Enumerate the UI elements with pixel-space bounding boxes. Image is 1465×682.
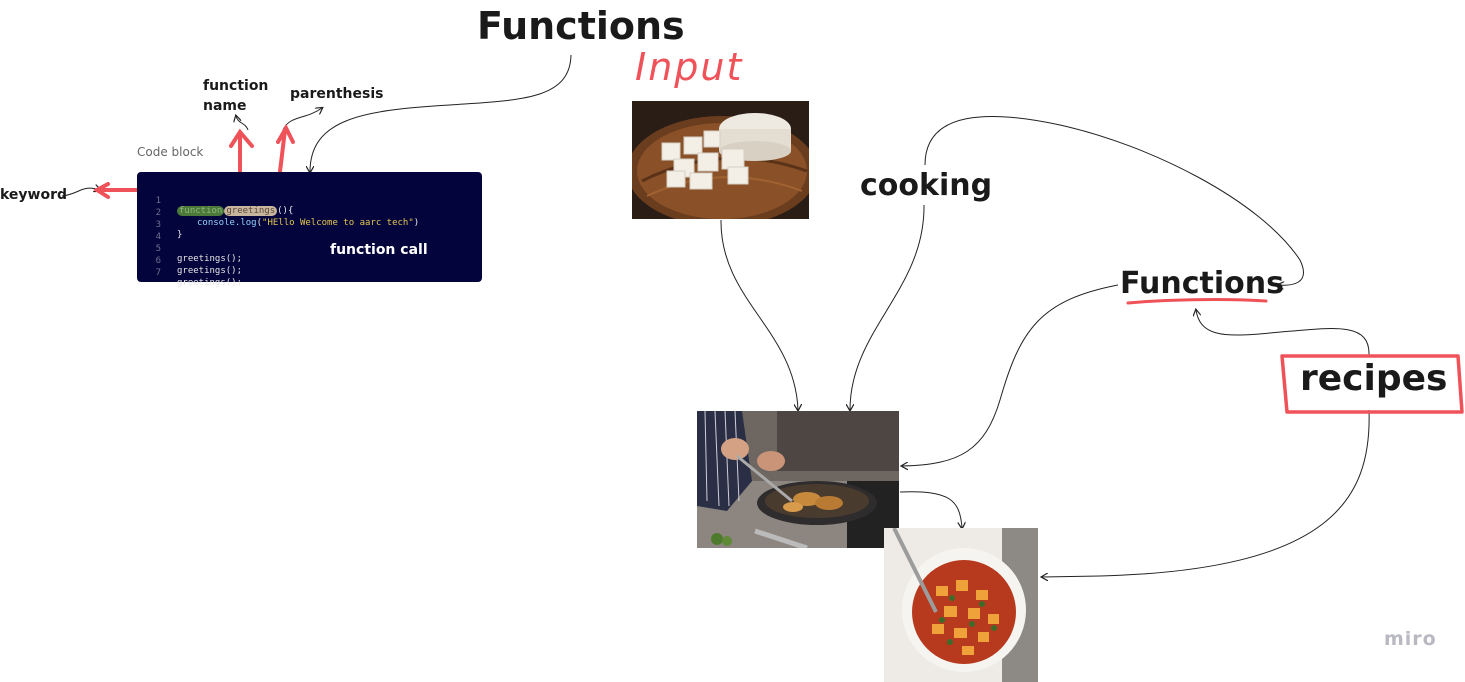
cooking-to-output-arrow bbox=[899, 491, 962, 528]
code-text: greetings(); bbox=[177, 278, 243, 288]
code-line: 2 console.log("HEllo Welcome to aarc tec… bbox=[137, 198, 420, 228]
line-number: 7 bbox=[155, 268, 161, 278]
line-number: 3 bbox=[155, 220, 161, 230]
function-name-label: function name bbox=[203, 78, 269, 114]
paneer-image[interactable] bbox=[632, 101, 809, 219]
line-number: 1 bbox=[155, 196, 161, 206]
cooking-label-to-image-arrow bbox=[850, 204, 925, 410]
code-line: 3 } bbox=[137, 210, 183, 240]
code-method: console.log bbox=[197, 218, 257, 228]
recipes-to-functions-arrow bbox=[1196, 310, 1370, 356]
recipes-to-output-arrow bbox=[1042, 409, 1370, 577]
code-parenthesis: (){ bbox=[277, 206, 294, 216]
code-block-caption: Code block bbox=[137, 145, 204, 159]
code-line: 5 greetings(); bbox=[137, 234, 242, 264]
cooking-label: cooking bbox=[860, 168, 993, 203]
cooking-to-functions-arrow bbox=[924, 115, 1304, 285]
cooking-image[interactable] bbox=[697, 411, 899, 548]
keyword-label: keyword bbox=[0, 187, 68, 203]
line-number: 4 bbox=[155, 232, 161, 242]
input-to-cooking-arrow bbox=[720, 219, 798, 410]
title-to-code-arrow bbox=[310, 54, 572, 172]
code-line: 6 greetings(); bbox=[137, 246, 242, 276]
code-text: greetings(); bbox=[177, 254, 243, 264]
functions-label: Functions bbox=[1120, 266, 1284, 301]
page-title: Functions bbox=[477, 4, 685, 48]
function-name-arrow bbox=[236, 116, 249, 131]
code-text: greetings(); bbox=[177, 266, 243, 276]
curry-bowl-image[interactable] bbox=[884, 528, 1038, 682]
functions-underline bbox=[1126, 298, 1268, 305]
code-keyword: function bbox=[177, 206, 225, 216]
parenthesis-arrow bbox=[282, 108, 322, 131]
recipes-label: recipes bbox=[1300, 358, 1448, 399]
line-number: 6 bbox=[155, 256, 161, 266]
recipes-box bbox=[1280, 354, 1464, 414]
miro-logo: miro bbox=[1384, 628, 1437, 650]
functions-to-cooking-image-arrow bbox=[902, 284, 1119, 466]
code-line: 7 greetings(); bbox=[137, 258, 242, 288]
code-text: } bbox=[177, 230, 183, 240]
parenthesis-label: parenthesis bbox=[290, 86, 384, 102]
input-label: Input bbox=[635, 45, 744, 89]
code-line: 4 bbox=[137, 222, 161, 242]
line-number: 2 bbox=[155, 208, 161, 218]
code-string: "HEllo Welcome to aarc tech" bbox=[262, 218, 414, 228]
line-number: 5 bbox=[155, 244, 161, 254]
function-call-label: function call bbox=[330, 242, 428, 258]
code-function-name: greetings bbox=[224, 206, 278, 216]
